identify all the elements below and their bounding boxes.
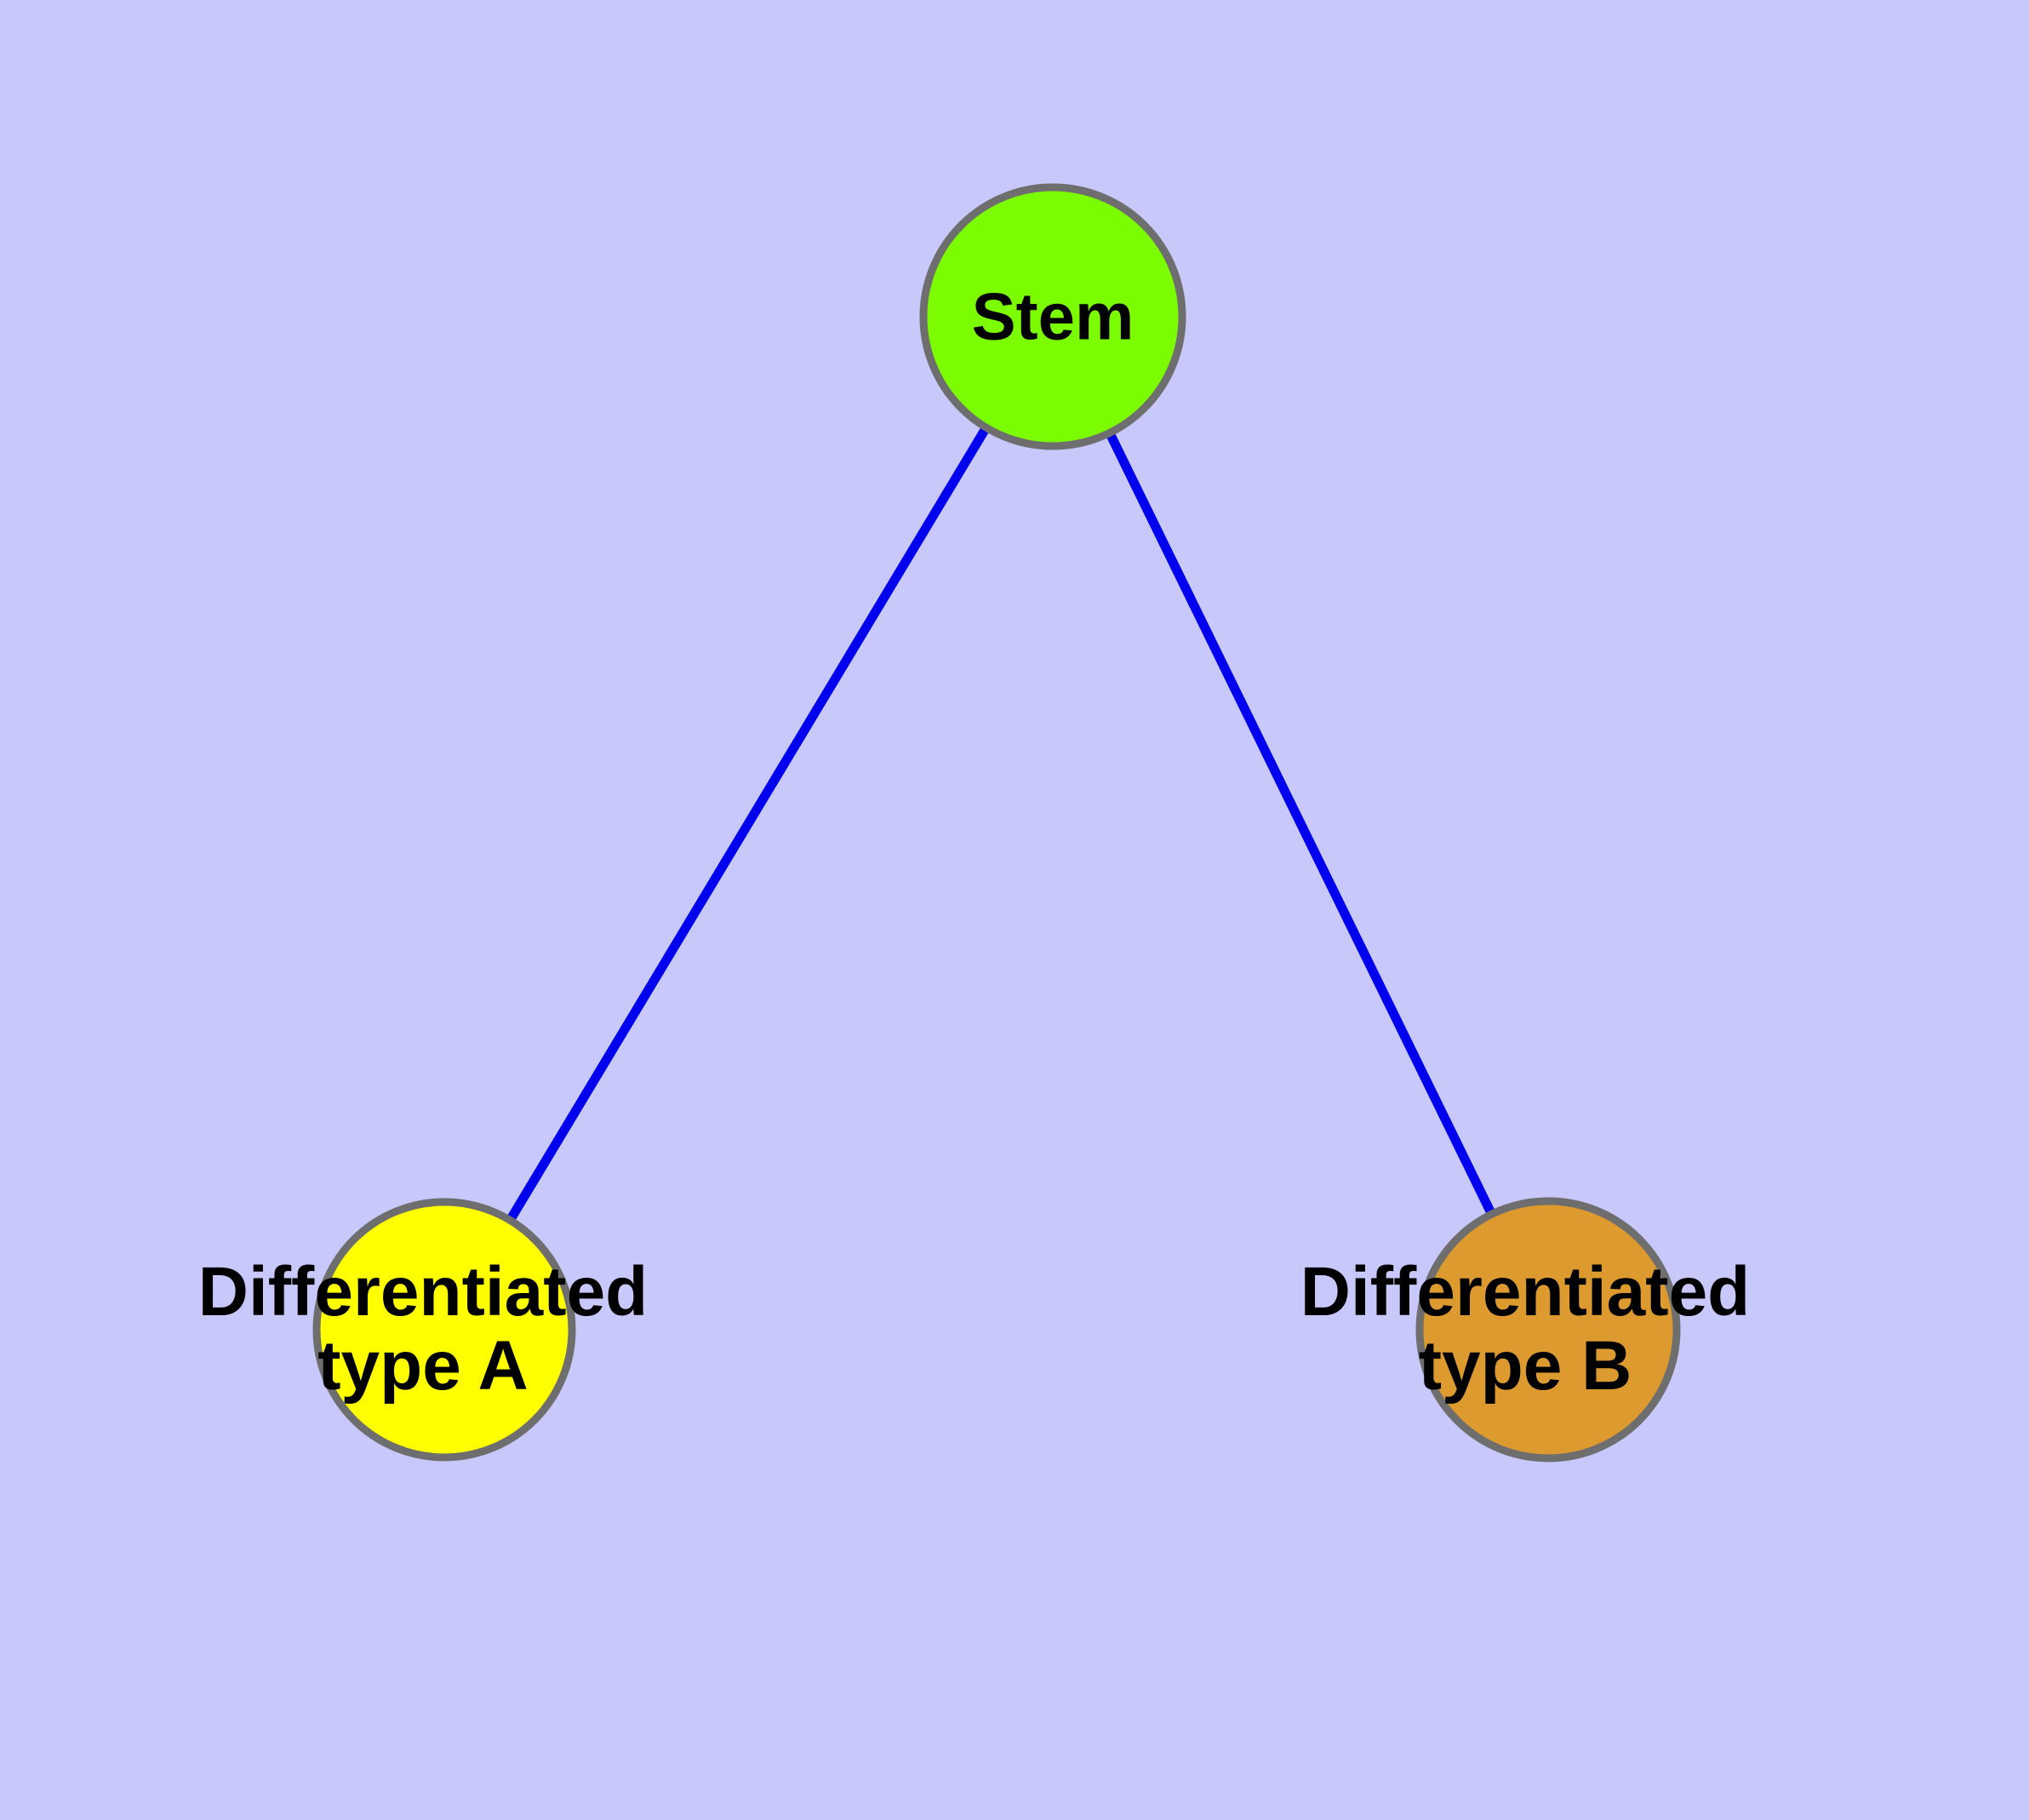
- node-circle-stem[interactable]: [919, 183, 1186, 450]
- edge-stem-to-differentiated-type-a[interactable]: [440, 314, 1057, 1332]
- node-circle-differentiated-type-b[interactable]: [1415, 1197, 1681, 1462]
- edge-stem-to-differentiated-type-b[interactable]: [1049, 314, 1552, 1332]
- edges-group: [440, 314, 1552, 1332]
- node-circle-differentiated-type-a[interactable]: [312, 1198, 576, 1462]
- nodes-group: [312, 183, 1681, 1462]
